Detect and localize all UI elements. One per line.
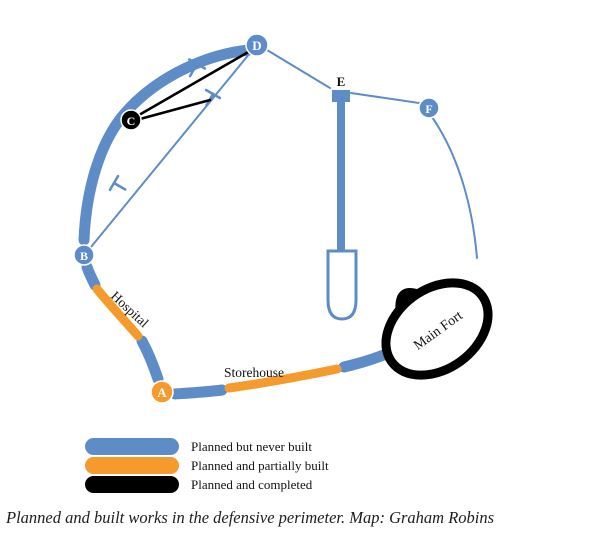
battery-tick-1 bbox=[187, 58, 207, 78]
node-e-label: E bbox=[337, 74, 346, 89]
legend-swatch-orange bbox=[85, 457, 179, 474]
planned-connector-lines bbox=[90, 49, 478, 259]
perimeter-blue-d-to-b bbox=[78, 44, 255, 246]
node-a bbox=[150, 380, 174, 404]
perimeter-blue-a-east bbox=[169, 384, 228, 400]
planned-partially-built-segments bbox=[92, 284, 342, 393]
legend-swatch-blue-pill bbox=[85, 438, 179, 455]
node-c bbox=[120, 109, 142, 131]
node-b bbox=[73, 244, 95, 266]
main-fort: Main Fort bbox=[381, 278, 493, 380]
storehouse-label: Storehouse bbox=[224, 365, 284, 380]
node-f bbox=[418, 97, 440, 119]
completed-sight-lines bbox=[137, 49, 252, 121]
storehouse-orange-segment bbox=[224, 364, 342, 393]
caption: Planned and built works in the defensive… bbox=[6, 508, 495, 527]
node-markers: D B C F A E bbox=[73, 33, 440, 404]
line-f-to-fort bbox=[431, 116, 478, 259]
legend-swatch-black-pill bbox=[85, 476, 179, 493]
hospital-orange-segment bbox=[92, 284, 143, 341]
legend-swatch-black bbox=[85, 476, 179, 493]
legend-item-planned-partially-built: Planned and partially built bbox=[85, 457, 329, 474]
line-d-to-e bbox=[266, 49, 331, 89]
legend-item-planned-never-built: Planned but never built bbox=[85, 438, 329, 455]
legend-swatch-blue bbox=[85, 438, 179, 455]
node-c-label: C bbox=[127, 114, 136, 128]
sightline-c-to-d bbox=[137, 49, 252, 117]
legend-label-planned-never-built: Planned but never built bbox=[191, 439, 312, 454]
sightline-c-to-tick bbox=[138, 98, 212, 121]
node-d bbox=[245, 33, 269, 57]
legend-label-planned-partially-built: Planned and partially built bbox=[191, 458, 329, 473]
perimeter-blue-hospital-to-a bbox=[136, 335, 164, 385]
node-e-marker bbox=[332, 90, 350, 102]
node-a-label: A bbox=[157, 385, 167, 400]
node-b-label: B bbox=[80, 249, 88, 263]
legend: Planned but never built Planned and part… bbox=[85, 438, 329, 493]
node-f-label: F bbox=[425, 102, 432, 116]
legend-label-planned-completed: Planned and completed bbox=[191, 477, 313, 492]
legend-swatch-orange-pill bbox=[85, 457, 179, 474]
node-d-label: D bbox=[252, 38, 261, 53]
main-fort-outline bbox=[381, 278, 493, 380]
battery-tick-3 bbox=[108, 174, 127, 192]
perimeter-blue-below-b bbox=[81, 261, 101, 291]
pier-outline bbox=[326, 249, 358, 321]
legend-item-planned-completed: Planned and completed bbox=[85, 476, 329, 493]
defensive-perimeter-diagram: Main Fort Hospital Storehouse D B C F A … bbox=[73, 33, 493, 404]
line-e-to-f bbox=[350, 92, 420, 104]
chord-b-to-d bbox=[90, 52, 251, 248]
battery-tick-marks bbox=[108, 58, 222, 192]
